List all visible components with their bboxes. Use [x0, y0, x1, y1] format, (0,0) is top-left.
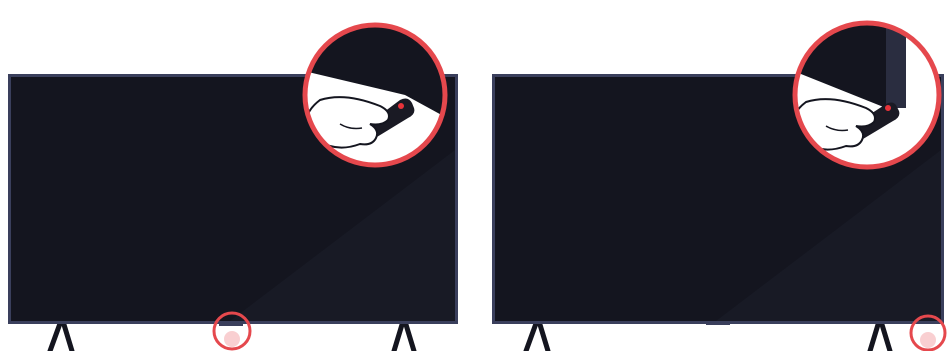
sensor-bar-icon	[219, 322, 243, 326]
panel-sensor-center	[0, 0, 475, 351]
tv-right-sensor-drawing	[476, 0, 951, 351]
tv-logo-bar-icon	[706, 322, 730, 325]
remote-led-icon	[398, 103, 404, 109]
panel-sensor-right	[476, 0, 951, 351]
remote-led-icon	[885, 105, 891, 111]
tv-center-sensor-drawing	[0, 0, 475, 351]
